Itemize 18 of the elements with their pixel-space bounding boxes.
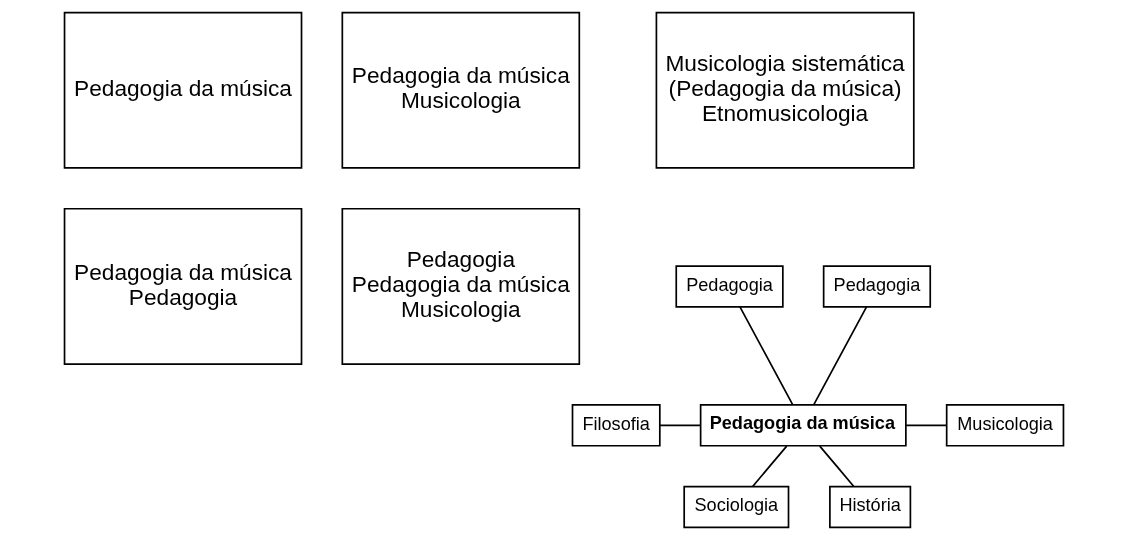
node-box: Musicologia sistemática (Pedagogia da música) Etnomusicologia xyxy=(655,11,915,169)
node-box: Pedagogia Pedagogia da música Musicologia xyxy=(341,207,581,365)
node-box: Pedagogia da música Pedagogia xyxy=(63,207,303,365)
node-box: Filosofia xyxy=(571,404,661,447)
node-box: Pedagogia da música xyxy=(63,11,303,169)
connector xyxy=(905,424,948,427)
connector xyxy=(818,445,855,488)
node-box: Pedagogia da música xyxy=(699,404,907,447)
node-box: Pedagogia da música Musicologia xyxy=(341,11,581,169)
node-box: Musicologia xyxy=(945,404,1065,447)
node-box: Sociologia xyxy=(683,485,790,529)
connector xyxy=(739,306,794,406)
connector xyxy=(751,445,788,488)
connector xyxy=(659,424,702,427)
node-box: Pedagogia xyxy=(675,265,784,308)
connector xyxy=(813,306,868,406)
node-box: Pedagogia xyxy=(822,265,932,308)
node-box: História xyxy=(829,485,912,529)
